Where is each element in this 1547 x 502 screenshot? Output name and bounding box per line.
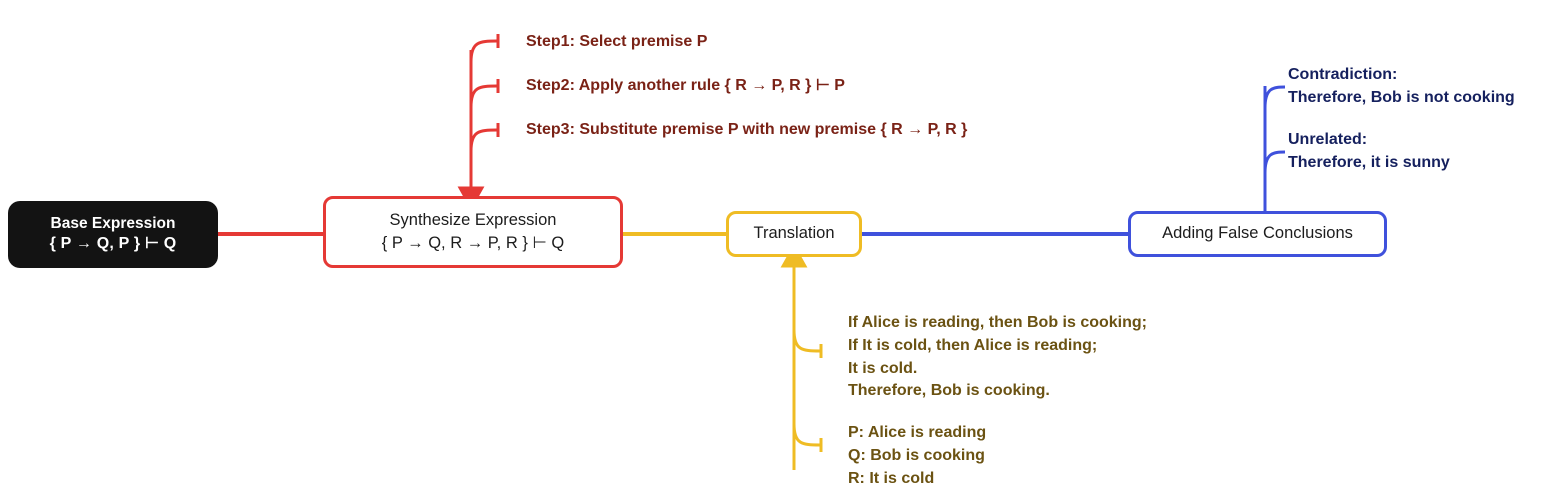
node-adding-false-conclusions[interactable]: Adding False Conclusions [1128,211,1387,257]
leaf-conclusion-unrelated: Unrelated: Therefore, it is sunny [1288,131,1450,171]
node-synthesize-expression-title: Synthesize Expression [389,210,557,229]
leaf-step-2: Step2: Apply another rule { R → P, R } ⊢… [526,77,845,94]
connector-translation-leaf1-branch [792,329,821,353]
node-base-expression-title: Base Expression [50,215,176,233]
node-translation[interactable]: Translation [726,211,862,257]
connector-step1-branch [469,39,498,63]
node-adding-false-conclusions-title: Adding False Conclusions [1162,224,1353,243]
connector-translation-leaf2-branch [792,423,821,447]
node-translation-title: Translation [753,224,835,243]
connector-conclusion-leaf1-branch [1263,85,1286,109]
node-base-expression[interactable]: Base Expression { P → Q, P } ⊢ Q [8,201,218,268]
leaf-conclusion-contradiction: Contradiction: Therefore, Bob is not coo… [1288,66,1515,106]
node-base-expression-formula: { P → Q, P } ⊢ Q [49,235,177,253]
node-synthesize-expression[interactable]: Synthesize Expression { P → Q, R → P, R … [323,196,623,268]
leaf-translation-argument: If Alice is reading, then Bob is cooking… [848,314,1147,400]
node-synthesize-expression-formula: { P → Q, R → P, R } ⊢ Q [381,234,565,252]
leaf-step-1: Step1: Select premise P [526,33,708,50]
leaf-step-3: Step3: Substitute premise P with new pre… [526,121,968,138]
connector-step2-branch [469,84,498,108]
leaf-translation-atoms: P: Alice is reading Q: Bob is cooking R:… [848,424,987,487]
connector-conclusion-leaf2-branch [1263,150,1286,174]
connector-step3-branch [469,128,498,152]
